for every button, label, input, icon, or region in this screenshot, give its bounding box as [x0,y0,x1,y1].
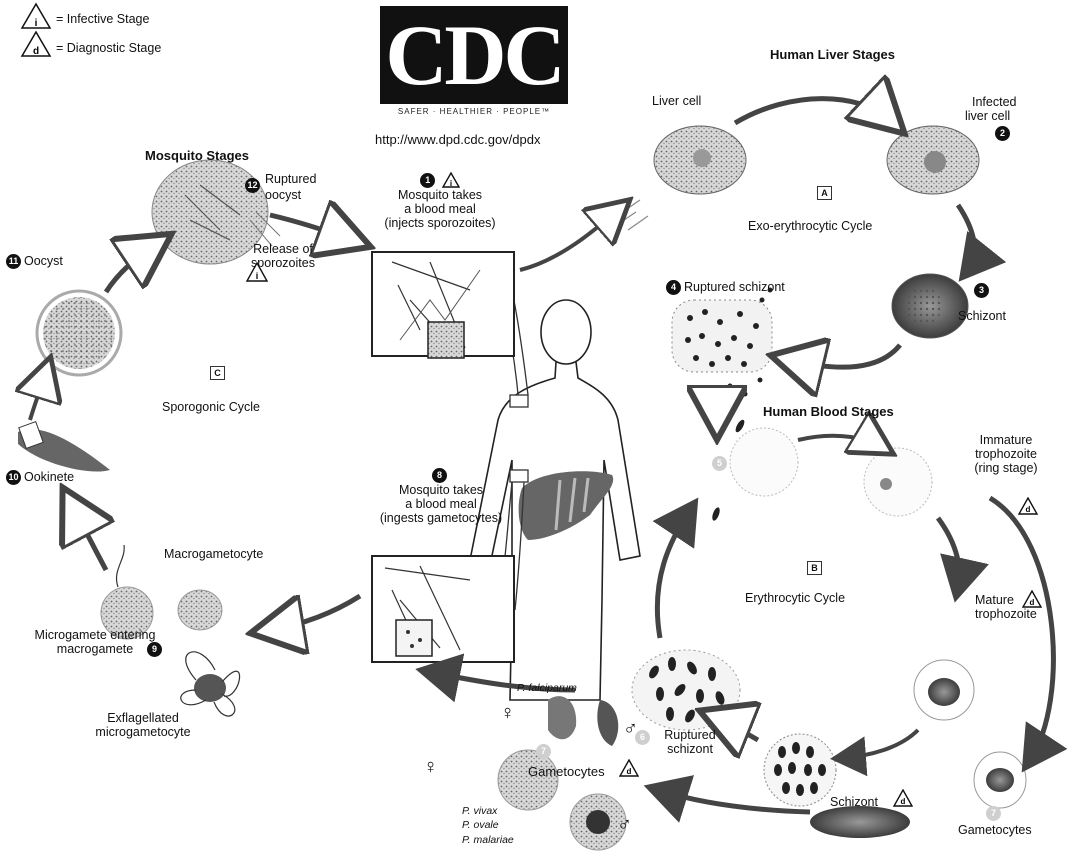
exo-erythrocytic-cycle-label: Exo-erythrocytic Cycle [748,219,872,233]
ring-stage-rbc [864,448,932,516]
legend-diagnostic-label: = Diagnostic Stage [56,41,161,55]
cdc-logo-letters: CDC [380,6,568,104]
mature-trophozoite-label-1: Mature [975,593,1014,607]
stage-2-marker: 2 [995,126,1013,141]
cdc-url-link[interactable]: http://www.dpd.cdc.gov/dpdx [375,133,540,147]
schizont-liver [892,274,968,338]
blood-stages-title: Human Blood Stages [763,405,894,419]
oocyst [37,291,121,375]
mosquito-panel-2 [372,556,514,662]
ruptured-oocyst-label-2: oocyst [265,188,301,202]
p-malariae-label: P. malariae [462,833,514,847]
mosquito-stages-title: Mosquito Stages [145,149,249,163]
p-ovale-label: P. ovale [462,818,499,832]
infected-liver-cell [887,126,979,194]
stage-12-marker: 12 [245,178,263,193]
p-falciparum-label: P. falciparum [517,681,577,695]
cycle-b-letter: B [807,560,822,575]
svg-text:d: d [1030,598,1035,607]
stage-8-label: 8 Mosquito takes a blood meal (ingests g… [376,468,506,525]
male-symbol-bottom: ♂ [617,818,632,832]
mature-trophozoite-rbc [914,660,974,720]
liver-cell [612,126,746,230]
gametocyte-rbc-right [974,752,1026,808]
svg-text:d: d [627,767,632,776]
svg-text:d: d [901,797,906,806]
infective-stage-icon: i [22,4,50,29]
legend-infective-label: = Infective Stage [56,12,149,26]
male-symbol-top: ♂ [623,722,638,736]
stage-8-number: 8 [432,468,447,483]
stage-1-text-line1: Mosquito takes [398,188,482,202]
schizont-diagnostic-icon: d [893,789,913,807]
ookinete [18,422,110,472]
macrogametocyte [178,590,222,630]
cdc-logo-tagline: SAFER · HEALTHIER · PEOPLE™ [380,107,568,116]
ruptured-schizont-liver [672,288,773,397]
immature-diagnostic-icon: d [1018,497,1038,515]
release-infective-icon: i [246,262,268,282]
gametocytes-mid-label: Gametocytes [528,765,605,779]
female-symbol-top: ♀ [500,706,515,720]
liver-stages-title: Human Liver Stages [770,48,895,62]
mature-diagnostic-icon: d [1022,590,1042,608]
stage-1-infective-icon: i [442,172,460,188]
liver-icon [519,471,614,540]
stage-5-marker: 5 [712,456,730,471]
stage-1-label: 1 i Mosquito takes a blood meal (injects… [375,172,505,230]
erythrocytic-cycle-label: Erythrocytic Cycle [745,591,845,605]
female-symbol-bottom: ♀ [423,760,438,774]
stage-7-marker-right: 7 [986,806,1004,821]
stage-3-marker: 3 [974,283,992,298]
schizont-rbc [764,734,836,806]
sporogonic-cycle-label: Sporogonic Cycle [162,400,260,414]
stage-1-subtext: (injects sporozoites) [384,216,495,230]
microgamete-entering [101,545,153,639]
svg-text:i: i [35,18,38,29]
svg-text:d: d [1026,505,1031,514]
schizont-liver-label: Schizont [958,309,1006,323]
schizont-rbc-label: Schizont [830,795,878,809]
liver-cell-label: Liver cell [652,94,701,108]
svg-text:i: i [256,271,259,281]
gametocytes-right-label: Gametocytes [958,823,1032,837]
cdc-logo: CDC SAFER · HEALTHIER · PEOPLE™ [380,6,568,122]
gametocytes-diagnostic-icon: d [619,759,639,777]
cycle-a-letter: A [817,185,832,200]
svg-text:d: d [33,46,39,57]
stage-9-marker: 9 [147,642,165,657]
ruptured-oocyst-label-1: Ruptured [265,172,316,186]
stage-1-text-line2: a blood meal [404,202,476,216]
falciparum-banana-gametocyte [810,806,910,838]
svg-text:i: i [450,179,452,188]
exflagellated-microgametocyte [181,652,240,716]
mature-trophozoite-label-2: trophozoite [975,607,1037,621]
stage-1-number: 1 [420,173,435,188]
macrogametocyte-label: Macrogametocyte [164,547,263,561]
diagnostic-stage-icon: d [22,32,50,57]
p-vivax-label: P. vivax [462,804,497,818]
mosquito-panel-1 [372,252,514,358]
infected-liver-cell-label-2: liver cell [965,109,1010,123]
cycle-c-letter: C [210,365,225,380]
infected-liver-cell-label-1: Infected [972,95,1016,109]
stage-7-marker-mid: 7 [536,744,554,759]
